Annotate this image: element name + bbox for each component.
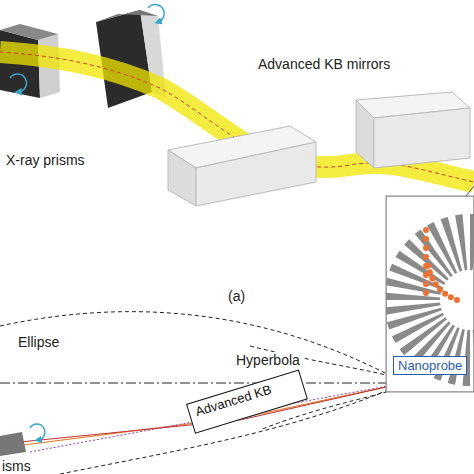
probe-spot [427,269,433,275]
probe-spot [454,297,460,303]
star-spoke [455,214,467,270]
label: (a) [226,288,247,304]
inset-frame [386,196,474,392]
label: Ellipse [16,334,61,350]
node-text: Advanced KB [194,376,294,420]
kb-mirror-1 [168,126,316,206]
kb-mirror-2 [356,92,470,168]
prism-small [0,424,45,456]
probe-spot [423,227,429,233]
label: Hyperbola [234,352,302,368]
probe-spot [423,254,429,260]
rotation-arrow [10,74,26,92]
siemens-star [386,196,474,392]
probe-spot [437,286,443,292]
rotation-arrow [148,4,164,22]
star-spoke [473,330,474,386]
label: isms [0,458,33,474]
probe-spot [442,291,448,297]
ellipse-curve [0,312,404,383]
probe-spot [423,290,429,296]
mirror-box: Advanced KB [186,370,308,434]
label: Advanced KB mirrors [256,56,392,72]
optical-axis [0,383,420,384]
probe-spot [429,276,435,282]
probe-spot [433,281,439,287]
probe-spot [423,245,429,251]
star-spoke [386,303,440,315]
probe-spot [448,294,454,300]
probe-spot [425,263,431,269]
star-spoke [386,293,440,300]
label: X-ray prisms [4,152,87,168]
inset-leader [466,186,474,196]
probe-spot [423,281,429,287]
node-text: Nanoprobe [398,358,462,373]
star-spoke [470,214,474,270]
nanoprobe-box: Nanoprobe [393,356,467,375]
probe-spot [423,236,429,242]
